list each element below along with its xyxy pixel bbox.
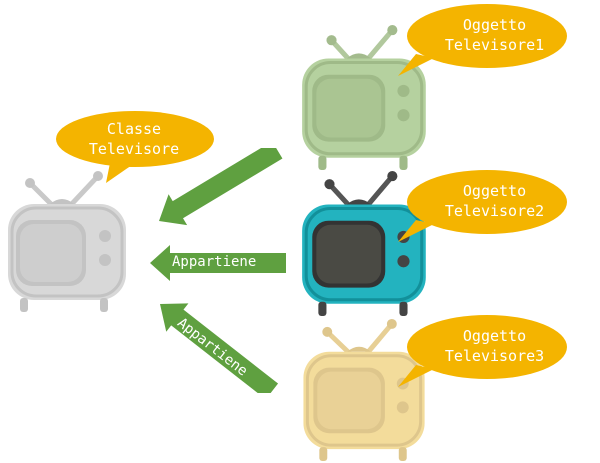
arrow-top: Appartiene bbox=[158, 136, 283, 228]
object2-callout-line1: Oggetto bbox=[462, 182, 527, 200]
class-callout-line2: Televisore bbox=[88, 139, 180, 158]
object1-callout: Oggetto Televisore1 bbox=[392, 0, 567, 78]
object3-callout-line1: Oggetto bbox=[462, 327, 527, 345]
tv-object3-icon bbox=[303, 318, 425, 462]
object3-callout-line2: Televisore3 bbox=[444, 347, 545, 365]
arrow-middle: Appartiene bbox=[150, 245, 286, 281]
tv-object1-icon bbox=[302, 25, 426, 170]
object1-callout-line2: Televisore1 bbox=[444, 36, 545, 54]
object2-callout: Oggetto Televisore2 bbox=[392, 166, 567, 244]
class-callout: Classe Televisore bbox=[54, 109, 214, 184]
tv-class-icon bbox=[8, 171, 126, 312]
class-callout-line1: Classe bbox=[106, 119, 162, 138]
object3-callout: Oggetto Televisore3 bbox=[392, 311, 567, 389]
object1-callout-line1: Oggetto bbox=[462, 16, 527, 34]
object2-callout-line2: Televisore2 bbox=[444, 202, 545, 220]
arrow-middle-label: Appartiene bbox=[172, 254, 257, 270]
tv-object2-icon bbox=[302, 171, 426, 316]
arrow-bottom: Appartiene bbox=[158, 298, 283, 393]
